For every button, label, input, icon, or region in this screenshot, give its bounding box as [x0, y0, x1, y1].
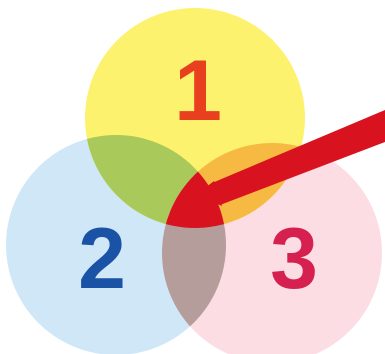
circle-3-label: 3 [270, 211, 318, 307]
circle-2-label: 2 [78, 211, 126, 307]
circle-1-label: 1 [174, 43, 222, 139]
